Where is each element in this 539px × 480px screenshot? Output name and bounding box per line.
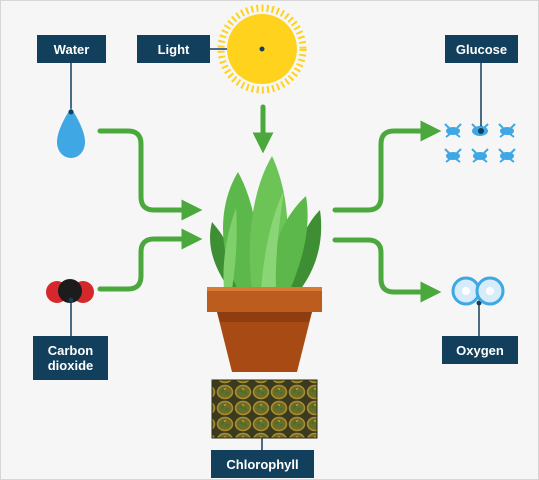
arrow-water-to-plant [97,128,203,221]
water-label: Water [37,35,106,63]
sun-icon [217,4,307,94]
carbon-dioxide-label-line1: Carbon [47,343,94,358]
flower-pot [207,287,322,372]
carbon-dioxide-label: Carbon dioxide [33,336,108,380]
chlorophyll-label: Chlorophyll [211,450,314,478]
oxygen-molecule-icon [451,276,505,306]
glucose-label: Glucose [445,35,518,63]
oxygen-label: Oxygen [442,336,518,364]
chlorophyll-micrograph-image [211,379,318,439]
arrow-plant-to-glucose [332,120,442,213]
water-drop-icon [57,108,85,158]
arrow-co2-to-plant [97,228,203,292]
arrow-plant-to-oxygen [332,237,442,303]
carbon-dioxide-molecule-icon [46,279,94,303]
light-label: Light [137,35,210,63]
carbon-dioxide-label-line2: dioxide [47,358,94,373]
glucose-molecules-icon [444,123,516,163]
process-arrows [97,104,442,303]
plant-leaves [210,156,322,290]
